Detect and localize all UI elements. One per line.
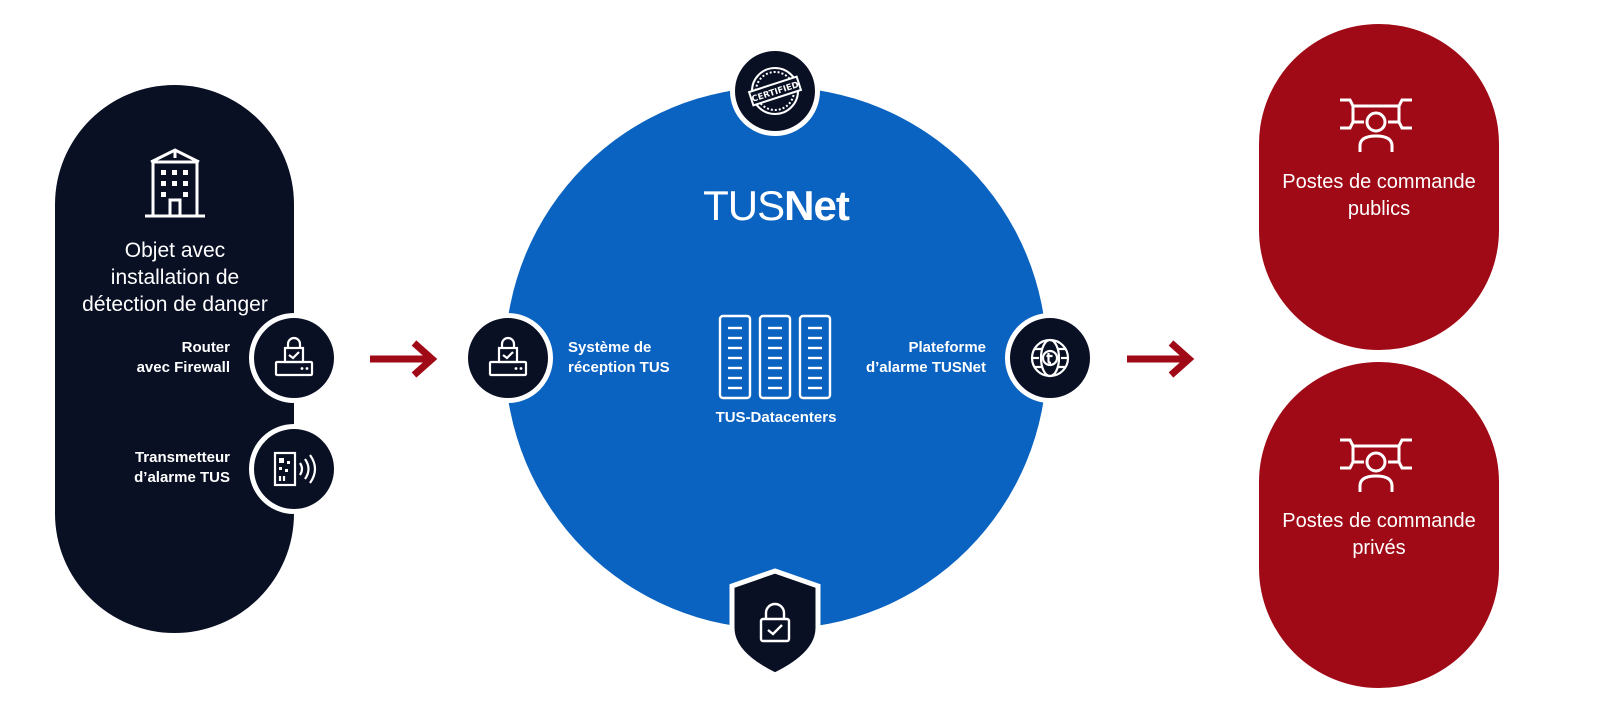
private-command-post-line: privés xyxy=(1352,537,1406,559)
tusnet-title-bold: Net xyxy=(784,182,850,229)
platform-label-line: Plateforme xyxy=(908,339,986,356)
reception-label-line: Système de xyxy=(568,339,652,356)
shield-node xyxy=(728,568,822,683)
tusnet-title: TUSNet xyxy=(580,182,972,230)
object-title: Objet avec installation de détection de … xyxy=(65,237,285,318)
public-command-post-line: Postes de commande xyxy=(1282,171,1476,193)
shield-lock-icon xyxy=(729,568,821,678)
private-command-post-label: Postes de commande privés xyxy=(1259,508,1499,562)
router-icon xyxy=(274,336,314,377)
object-title-line: installation de xyxy=(110,266,240,289)
building-icon xyxy=(145,148,205,225)
operator-icon xyxy=(1338,436,1414,499)
transmitter-icon xyxy=(273,451,317,487)
globe-icon xyxy=(1030,338,1070,378)
operator-icon xyxy=(1338,96,1414,159)
private-command-post-line: Postes de commande xyxy=(1282,510,1476,532)
transmitter-label-line: Transmetteur xyxy=(134,449,230,466)
platform-node xyxy=(1005,313,1095,403)
public-command-post-label: Postes de commande publics xyxy=(1259,169,1499,223)
transmitter-label-line: d’alarme TUS xyxy=(134,469,230,486)
certified-node: CERTIFIED xyxy=(730,46,820,136)
router-label: Router avec Firewall xyxy=(100,338,230,378)
router-node xyxy=(249,313,339,403)
datacenters-label: TUS-Datacenters xyxy=(715,409,837,426)
reception-node xyxy=(463,313,553,403)
arrow-right-icon xyxy=(370,340,438,378)
transmitter-node xyxy=(249,424,339,514)
tusnet-title-light: TUS xyxy=(703,182,785,229)
platform-label: Plateforme d’alarme TUSNet xyxy=(840,338,986,378)
platform-label-line: d’alarme TUSNet xyxy=(865,359,986,376)
public-command-post-line: publics xyxy=(1347,198,1411,220)
object-title-line: détection de danger xyxy=(82,293,268,316)
transmitter-label: Transmetteur d’alarme TUS xyxy=(100,448,230,488)
arrow-right-icon xyxy=(1127,340,1195,378)
reception-label: Système de réception TUS xyxy=(568,338,708,378)
servers-icon xyxy=(718,314,832,405)
router-label-line: Router xyxy=(181,339,230,356)
router-lock-icon xyxy=(488,336,528,377)
public-command-post-pill xyxy=(1259,24,1499,350)
router-label-line: avec Firewall xyxy=(136,359,230,376)
object-title-line: Objet avec xyxy=(124,239,226,262)
private-command-post-pill xyxy=(1259,362,1499,688)
certified-stamp-icon: CERTIFIED xyxy=(747,67,803,115)
reception-label-line: réception TUS xyxy=(568,359,670,376)
